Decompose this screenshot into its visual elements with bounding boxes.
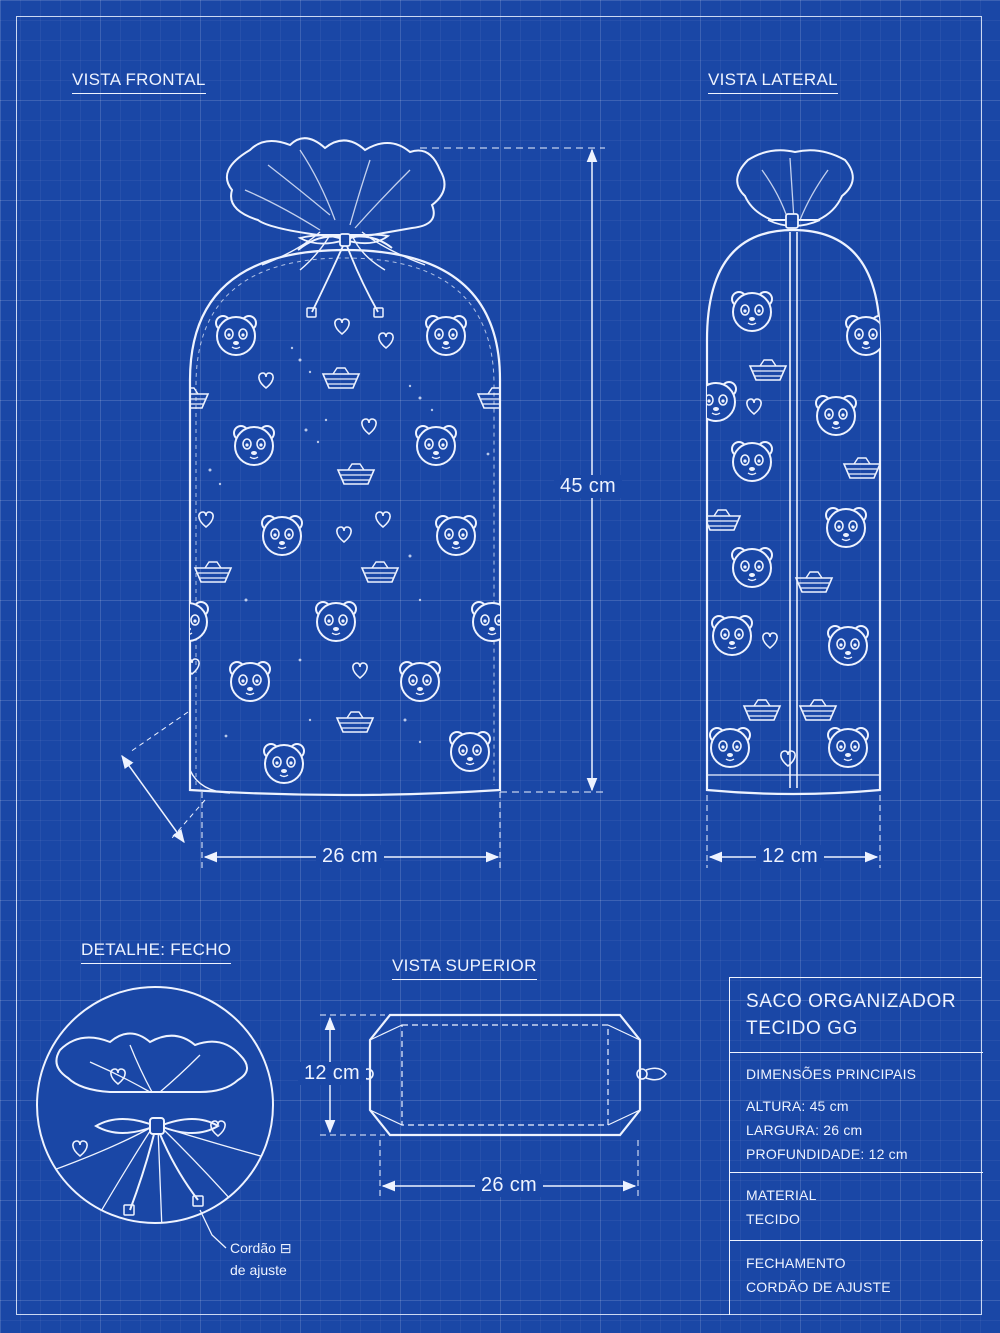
drawstring-callout-line2: de ajuste <box>230 1262 287 1278</box>
title-block-material: MATERIAL TECIDO <box>730 1173 983 1241</box>
sheet-border <box>16 16 982 1315</box>
front-view-drawing <box>121 137 605 868</box>
detail-view-title: DETALHE: FECHO <box>81 940 232 964</box>
top-view-drawing <box>320 1013 667 1196</box>
dimension-depth: PROFUNDIDADE: 12 cm <box>746 1146 908 1162</box>
title-block-closure: FECHAMENTO CORDÃO DE AJUSTE <box>730 1241 983 1316</box>
front-view-title: VISTA FRONTAL <box>72 70 206 94</box>
drawstring-callout: Cordão ⊟ de ajuste <box>230 1237 292 1281</box>
title-block-dimensions: DIMENSÕES PRINCIPAIS ALTURA: 45 cm LARGU… <box>730 1053 983 1173</box>
dimension-width: LARGURA: 26 cm <box>746 1122 863 1138</box>
width-dimension-label: 26 cm <box>316 845 384 868</box>
closure-value: CORDÃO DE AJUSTE <box>746 1279 891 1295</box>
title-block: SACO ORGANIZADOR TECIDO GG DIMENSÕES PRI… <box>729 977 983 1316</box>
side-view-drawing <box>705 149 882 868</box>
dimension-height: ALTURA: 45 cm <box>746 1098 849 1114</box>
drawstring-callout-line1: Cordão ⊟ <box>230 1240 292 1256</box>
material-value: TECIDO <box>746 1211 801 1227</box>
material-header: MATERIAL <box>746 1187 817 1203</box>
height-dimension-label: 45 cm <box>554 475 622 498</box>
depth-dimension-label: 12 cm <box>756 845 824 868</box>
top-view-title: VISTA SUPERIOR <box>392 956 537 980</box>
dimensions-header: DIMENSÕES PRINCIPAIS <box>746 1066 917 1082</box>
product-title-line1: SACO ORGANIZADOR <box>746 991 957 1012</box>
closure-header: FECHAMENTO <box>746 1255 846 1271</box>
top-width-dimension-label: 26 cm <box>475 1174 543 1197</box>
closure-detail-drawing <box>36 986 274 1249</box>
title-block-header: SACO ORGANIZADOR TECIDO GG <box>730 978 983 1053</box>
side-view-title: VISTA LATERAL <box>708 70 838 94</box>
product-title-line2: TECIDO GG <box>746 1018 859 1039</box>
top-depth-dimension-label: 12 cm <box>298 1062 366 1085</box>
